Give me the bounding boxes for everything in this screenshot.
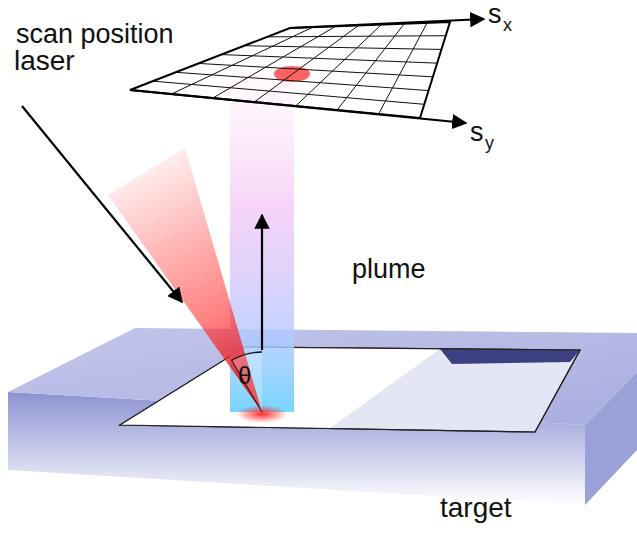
ablation-region bbox=[120, 347, 580, 432]
plume bbox=[230, 70, 294, 412]
groove bbox=[440, 349, 580, 364]
axis-symbol: s bbox=[488, 0, 502, 30]
grid-line bbox=[267, 36, 446, 37]
angle-label: θ bbox=[238, 363, 251, 389]
axis-subscript: x bbox=[503, 16, 512, 36]
plume-label: plume bbox=[352, 255, 426, 285]
axis-symbol: s bbox=[470, 118, 484, 148]
laser-beam bbox=[108, 148, 262, 412]
target-label: target bbox=[440, 493, 512, 524]
axis-subscript: y bbox=[485, 134, 494, 154]
laser-arrow bbox=[22, 106, 182, 302]
plume-arrow bbox=[261, 215, 263, 350]
scan-grid bbox=[153, 23, 446, 114]
grid-line bbox=[221, 55, 437, 64]
laser-label: laser bbox=[14, 46, 75, 77]
grid-line bbox=[153, 81, 424, 104]
grid-line bbox=[199, 63, 433, 76]
angle-arc bbox=[232, 352, 262, 360]
grid-line bbox=[244, 46, 441, 50]
grid-line bbox=[176, 72, 429, 90]
